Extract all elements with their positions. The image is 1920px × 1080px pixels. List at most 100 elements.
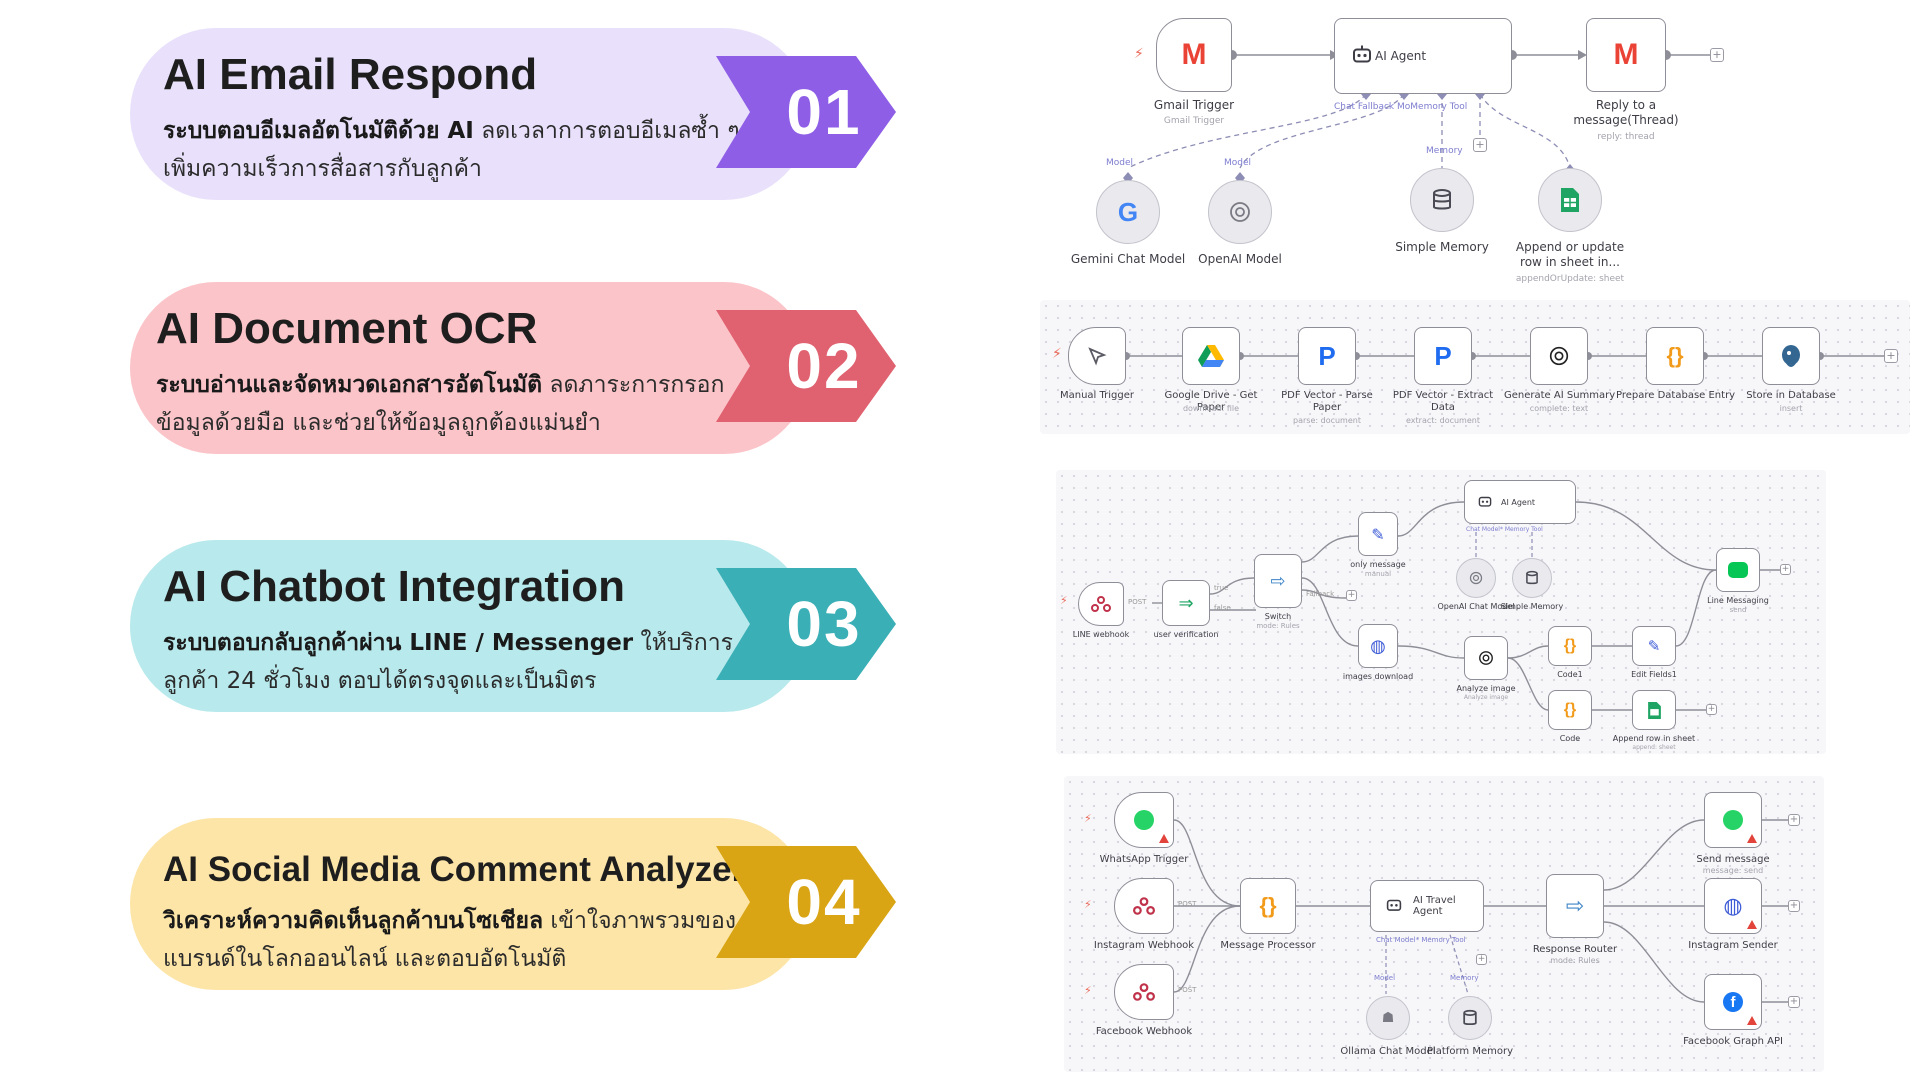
node-sublabel: insert — [1779, 404, 1803, 413]
openai-icon — [1479, 651, 1493, 665]
platform-memory-node[interactable] — [1448, 996, 1492, 1040]
card-description: วิเคราะห์ความคิดเห็นลูกค้าบนโซเชียล เข้า… — [163, 908, 736, 972]
images-download-node[interactable]: ◍ — [1358, 624, 1398, 668]
node-label: Append or update row in sheet in... — [1515, 240, 1625, 269]
node-sublabel: complete: text — [1529, 404, 1589, 413]
openai-icon — [1549, 346, 1569, 366]
add-node-button[interactable]: + — [1710, 48, 1724, 62]
code-node[interactable]: {} — [1548, 690, 1592, 730]
line-messaging-node[interactable] — [1716, 548, 1760, 592]
line-webhook-node[interactable] — [1078, 582, 1124, 626]
ai-summary-node[interactable] — [1530, 327, 1588, 385]
gemini-node[interactable]: G — [1096, 180, 1160, 244]
add-tool-button[interactable]: + — [1476, 954, 1487, 965]
openai-node[interactable] — [1208, 180, 1272, 244]
openai-icon — [1469, 571, 1483, 585]
model-tag: Model — [1224, 158, 1252, 168]
node-sublabel: Gmail Trigger — [1163, 116, 1225, 126]
warning-icon — [1159, 834, 1169, 843]
add-node-button[interactable]: + — [1706, 704, 1717, 715]
true-tag: true — [1214, 584, 1229, 592]
google-drive-node[interactable] — [1182, 327, 1240, 385]
node-label: Manual Trigger — [1059, 390, 1134, 401]
node-label: LINE webhook — [1072, 630, 1130, 639]
add-node-button[interactable]: + — [1788, 900, 1800, 912]
append-row-node[interactable] — [1632, 690, 1676, 730]
post-tag: POST — [1178, 900, 1197, 908]
whatsapp-icon — [1134, 810, 1154, 830]
warning-icon — [1747, 920, 1757, 929]
ollama-node[interactable]: ☗ — [1366, 996, 1410, 1040]
user-verification-node[interactable]: ⇒ — [1162, 580, 1210, 626]
add-node-button[interactable]: + — [1788, 996, 1800, 1008]
robot-icon — [1385, 897, 1403, 916]
post-tag: POST — [1128, 598, 1147, 606]
add-node-button[interactable]: + — [1884, 349, 1898, 363]
node-label: Code1 — [1557, 670, 1583, 679]
filter-icon: ⇒ — [1178, 592, 1194, 614]
add-node-button[interactable]: + — [1780, 564, 1791, 575]
whatsapp-trigger-node[interactable] — [1114, 792, 1174, 848]
trigger-bolt-icon: ⚡ — [1084, 812, 1092, 825]
warning-icon — [1747, 1016, 1757, 1025]
card-title: AI Email Respond — [163, 50, 538, 99]
sheets-icon — [1647, 701, 1661, 719]
message-processor-node[interactable]: {} — [1240, 878, 1296, 934]
pdf-vector-icon: P — [1318, 340, 1336, 371]
whatsapp-icon — [1723, 810, 1743, 830]
node-label: Instagram Sender — [1688, 940, 1778, 951]
response-router-node[interactable]: ⇨ — [1546, 874, 1604, 938]
postgres-icon — [1782, 345, 1800, 367]
switch-icon: ⇨ — [1270, 570, 1286, 592]
node-label: Ollama Chat Model — [1340, 1046, 1436, 1057]
instagram-sender-node[interactable]: ◍ — [1704, 878, 1762, 934]
ai-travel-agent-node[interactable]: AI Travel Agent — [1370, 880, 1484, 932]
switch-node[interactable]: ⇨ — [1254, 554, 1302, 608]
node-label: Generate AI Summary — [1504, 390, 1616, 401]
pdf-parse-node[interactable]: P — [1298, 327, 1356, 385]
ai-agent-node[interactable]: AI Agent — [1334, 18, 1512, 94]
node-label: Line Messaging — [1707, 596, 1769, 605]
workflow-email: ⚡ M Gmail Trigger Gmail Trigger AI Agent… — [1060, 8, 1750, 286]
facebook-graph-node[interactable]: f — [1704, 974, 1762, 1030]
send-message-node[interactable] — [1704, 792, 1762, 848]
code1-node[interactable]: {} — [1548, 626, 1592, 666]
node-sublabel: download: file — [1182, 404, 1240, 413]
node-label: Append row in sheet — [1612, 734, 1696, 743]
fallback-tag: Fallback — [1306, 590, 1335, 598]
node-sublabel: mode: Rules — [1256, 622, 1300, 630]
node-sublabel: parse: document — [1293, 416, 1361, 425]
analyze-image-node[interactable] — [1464, 636, 1508, 680]
only-message-node[interactable]: ✎ — [1358, 512, 1398, 556]
openai-chat-node[interactable] — [1456, 558, 1496, 598]
simple-memory-node[interactable] — [1410, 168, 1474, 232]
simple-memory-node[interactable] — [1512, 558, 1552, 598]
reply-node[interactable]: M — [1586, 18, 1666, 92]
pdf-extract-node[interactable]: P — [1414, 327, 1472, 385]
node-label: PDF Vector - Parse Paper — [1281, 390, 1373, 413]
switch-icon: ⇨ — [1565, 893, 1585, 919]
add-tool-button[interactable]: + — [1473, 138, 1487, 152]
card-email: AI Email Respond ระบบตอบอีเมลอัตโนมัติด้… — [130, 28, 810, 200]
trigger-bolt-icon: ⚡ — [1084, 984, 1092, 997]
facebook-webhook-node[interactable] — [1114, 964, 1174, 1020]
add-node-button[interactable]: + — [1346, 590, 1357, 601]
store-db-node[interactable] — [1762, 327, 1820, 385]
database-icon — [1463, 1009, 1477, 1026]
trigger-bolt-icon: ⚡ — [1134, 46, 1144, 62]
manual-trigger-node[interactable] — [1068, 327, 1126, 385]
instagram-webhook-node[interactable] — [1114, 878, 1174, 934]
cursor-icon — [1088, 347, 1107, 366]
edit-fields-node[interactable]: ✎ — [1632, 626, 1676, 666]
prepare-entry-node[interactable]: {} — [1646, 327, 1704, 385]
node-sublabel: appendOrUpdate: sheet — [1515, 274, 1625, 284]
database-icon — [1433, 189, 1451, 210]
drive-icon — [1198, 345, 1224, 367]
sheets-node[interactable] — [1538, 168, 1602, 232]
ai-agent-node[interactable]: AI Agent — [1464, 480, 1576, 524]
agent-ports: Chat Fallback MoMemory Tool — [1334, 102, 1468, 112]
node-label: Store in Database — [1746, 390, 1836, 401]
gmail-trigger-node[interactable]: M — [1156, 18, 1232, 92]
add-node-button[interactable]: + — [1788, 814, 1800, 826]
gmail-icon: M — [1613, 38, 1639, 71]
